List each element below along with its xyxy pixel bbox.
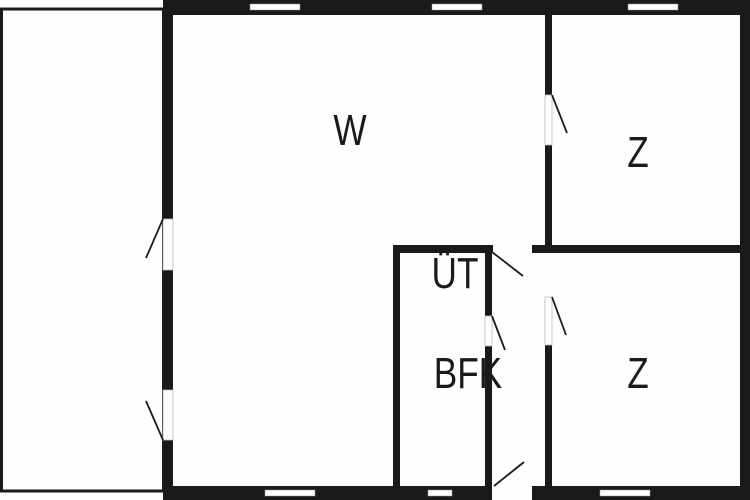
room-label-room-top: Z <box>627 128 649 177</box>
door-frames <box>162 94 553 441</box>
door-swing <box>145 218 164 259</box>
door-swings <box>145 94 568 487</box>
room-label-bathroom: BFK <box>434 349 503 398</box>
door-swing <box>491 251 524 277</box>
windows <box>249 3 679 497</box>
room-label-utility: ÜT <box>432 249 479 298</box>
window <box>599 489 651 497</box>
window <box>264 489 316 497</box>
room-label-room-bottom: Z <box>627 349 649 398</box>
door-swing <box>491 315 506 351</box>
room-labels: W Z ÜT BFK Z <box>333 106 648 398</box>
terrace-outline <box>0 7 165 493</box>
door-swing <box>551 94 568 134</box>
door-swing <box>145 400 164 441</box>
interior-walls <box>393 10 744 490</box>
door-openings <box>163 95 552 500</box>
window <box>627 3 679 11</box>
door-swing <box>493 461 525 487</box>
window <box>431 3 483 11</box>
window <box>249 3 301 11</box>
room-label-living: W <box>333 106 367 155</box>
window <box>427 489 453 497</box>
door-swing <box>551 296 567 336</box>
